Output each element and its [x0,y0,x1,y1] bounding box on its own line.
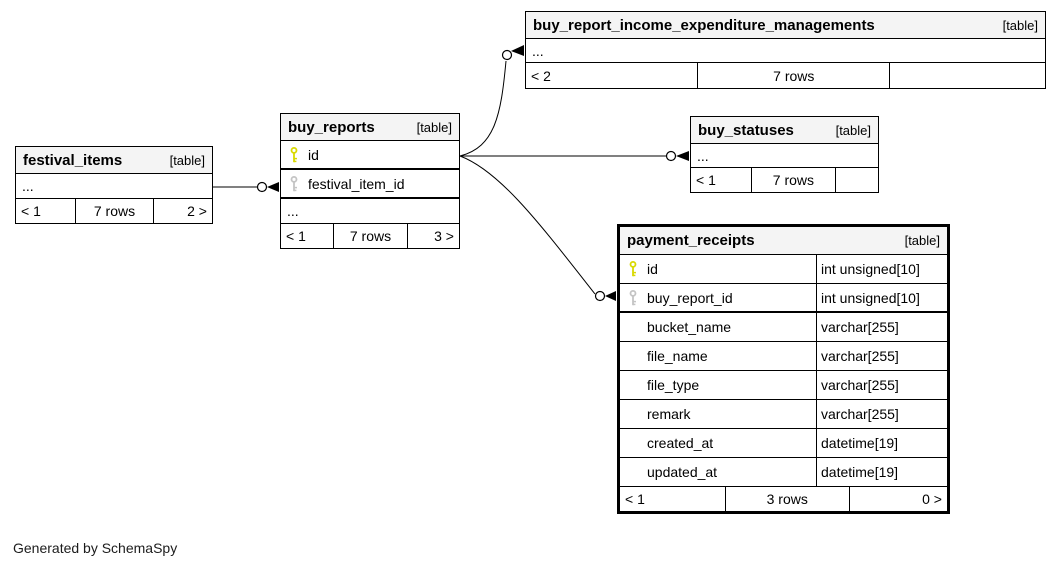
column-name: remark [647,406,691,422]
column-type: varchar[255] [816,313,947,341]
column-type: varchar[255] [816,400,947,428]
column-name: buy_report_id [647,289,733,306]
row-count: 7 rows [750,168,835,192]
zero-cardinality-icon [501,49,513,61]
columns-ellipsis: ... [16,174,212,199]
crow-foot-icon [267,182,279,192]
parents-count: < 1 [625,491,645,507]
column-row: id [281,141,459,170]
zero-cardinality-icon [256,181,268,193]
table-type-label: [table] [1002,17,1038,33]
children-count [834,168,878,192]
column-name-cell: bucket_name [620,313,816,341]
table-header: buy_statuses [table] [691,117,878,144]
column-name: festival_item_id [308,175,405,192]
foreign-key-icon [627,289,638,306]
table-name[interactable]: buy_report_income_expenditure_management… [533,16,875,34]
column-name-cell: id [620,255,816,283]
foreign-key-icon [288,175,299,192]
crow-foot-icon [511,45,524,56]
column-type: varchar[255] [816,342,947,370]
column-name-cell: festival_item_id [281,170,459,197]
column-name: id [647,261,658,277]
edge-buy-reports-buy-statuses [460,150,689,162]
column-name-cell: id [281,141,459,168]
column-name-cell: buy_report_id [620,284,816,311]
table-header: festival_items [table] [16,147,212,174]
column-row: remark varchar[255] [620,400,947,429]
table-name[interactable]: buy_reports [288,118,375,136]
children-count: 2 > [153,199,212,223]
column-row: festival_item_id [281,170,459,199]
column-type: int unsigned[10] [816,255,947,283]
column-type: datetime[19] [816,458,947,486]
table-footer: < 1 7 rows 3 > [281,224,459,248]
table-header: buy_reports [table] [281,114,459,141]
table-header: buy_report_income_expenditure_management… [526,12,1045,39]
row-count: 3 rows [724,487,849,511]
table-type-label: [table] [416,119,452,135]
column-name: file_type [647,377,700,393]
column-name: updated_at [647,464,718,480]
table-payment-receipts[interactable]: payment_receipts [table] id int unsigned… [617,224,950,514]
table-footer: < 2 7 rows [526,63,1045,88]
edge-buy-reports-payment-receipts [459,155,616,302]
column-name-cell: remark [620,400,816,428]
table-footer: < 1 3 rows 0 > [620,487,947,511]
column-name-cell: updated_at [620,458,816,486]
primary-key-icon [288,146,299,163]
column-row: file_name varchar[255] [620,342,947,371]
column-row: file_type varchar[255] [620,371,947,400]
column-type: int unsigned[10] [816,284,947,311]
parents-count: < 1 [696,172,716,188]
column-type: datetime[19] [816,429,947,457]
table-type-label: [table] [169,152,205,168]
table-footer: < 1 7 rows 2 > [16,199,212,223]
children-count: 0 > [848,487,947,511]
column-row: id int unsigned[10] [620,255,947,284]
children-count: 3 > [407,224,459,248]
generator-credit: Generated by SchemaSpy [13,540,178,556]
parents-count: < 2 [531,67,551,84]
parents-count: < 1 [21,203,41,219]
table-type-label: [table] [835,122,871,138]
children-count [889,63,1045,88]
column-name: id [308,146,319,163]
edge-buy-reports-buy-report-income-expenditure-managements [459,45,524,157]
column-name: file_name [647,348,708,364]
table-name[interactable]: festival_items [23,151,123,169]
table-name[interactable]: payment_receipts [627,232,755,249]
column-name: bucket_name [647,319,732,335]
column-row: created_at datetime[19] [620,429,947,458]
table-type-label: [table] [904,233,940,248]
table-footer: < 1 7 rows [691,168,878,192]
columns-ellipsis: ... [526,39,1045,63]
table-buy-reports[interactable]: buy_reports [table] id [280,113,460,249]
crow-foot-icon [605,291,616,301]
row-count: 7 rows [332,224,408,248]
table-buy-statuses[interactable]: buy_statuses [table] ... < 1 7 rows [690,116,879,193]
column-row: updated_at datetime[19] [620,458,947,487]
crow-foot-icon [676,151,689,161]
table-festival-items[interactable]: festival_items [table] ... < 1 7 rows 2 … [15,146,213,224]
column-row: buy_report_id int unsigned[10] [620,284,947,313]
parents-count: < 1 [286,228,306,244]
column-name-cell: file_name [620,342,816,370]
primary-key-icon [627,261,638,277]
column-name: created_at [647,435,714,451]
row-count: 7 rows [74,199,153,223]
table-name[interactable]: buy_statuses [698,121,794,139]
row-count: 7 rows [697,63,889,88]
table-buy-report-income-expenditure-managements[interactable]: buy_report_income_expenditure_management… [525,11,1046,89]
column-name-cell: file_type [620,371,816,399]
column-name-cell: created_at [620,429,816,457]
edge-festival-items-buy-reports [213,181,279,193]
table-header: payment_receipts [table] [620,227,947,255]
zero-cardinality-icon [665,150,677,162]
columns-ellipsis: ... [691,144,878,168]
zero-cardinality-icon [594,290,606,302]
column-row: bucket_name varchar[255] [620,313,947,342]
column-type: varchar[255] [816,371,947,399]
columns-ellipsis: ... [281,199,459,224]
